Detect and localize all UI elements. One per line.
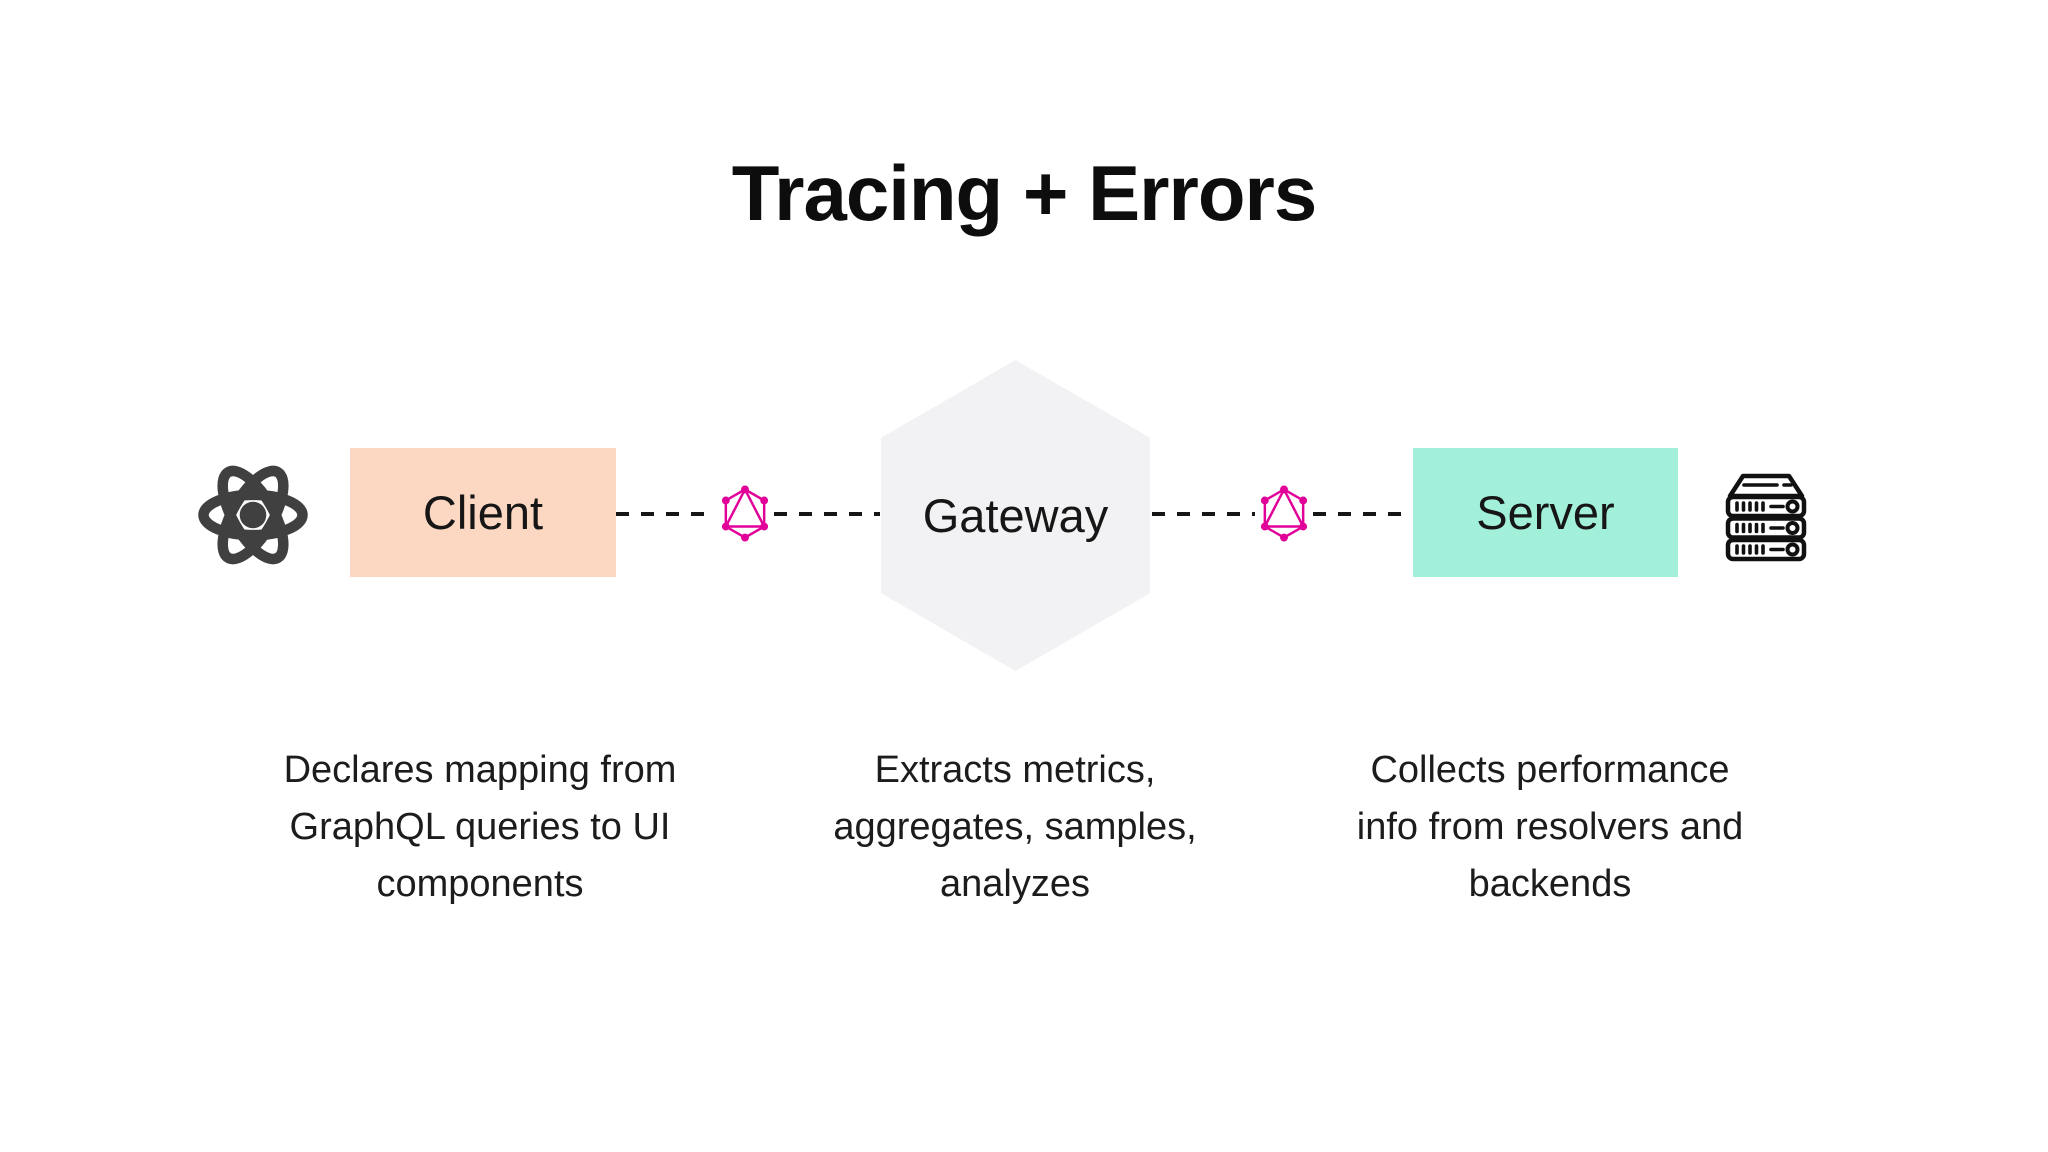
server-node-label: Server (1476, 486, 1615, 539)
graphql-icon (1258, 485, 1310, 542)
server-description-line: Collects performance (1370, 749, 1730, 791)
client-description-line: Declares mapping from (283, 749, 677, 791)
gateway-description: Extracts metrics, aggregates, samples, a… (755, 742, 1275, 913)
gateway-description-line: aggregates, samples, (833, 806, 1197, 848)
server-node: Server (1413, 448, 1678, 577)
gateway-description-line: analyzes (940, 863, 1090, 905)
connector-gateway-server-dash-right (1313, 512, 1411, 516)
client-description-line: components (376, 863, 584, 905)
gateway-node: Gateway (881, 360, 1150, 671)
page-title: Tracing + Errors (731, 149, 1317, 237)
gateway-node-label: Gateway (922, 489, 1109, 542)
graphql-icon (719, 485, 771, 542)
connector-gateway-server-dash-left (1152, 512, 1255, 516)
connector-client-gateway-dash-right (774, 512, 880, 516)
connector-client-gateway-dash-left (616, 512, 716, 516)
gateway-description-line: Extracts metrics, (874, 749, 1156, 791)
client-description-line: GraphQL queries to UI (289, 806, 671, 848)
server-description-line: backends (1468, 863, 1632, 905)
react-icon (198, 460, 308, 570)
server-description: Collects performance info from resolvers… (1290, 742, 1810, 913)
client-node: Client (350, 448, 616, 577)
client-description: Declares mapping from GraphQL queries to… (220, 742, 740, 913)
server-description-line: info from resolvers and (1356, 806, 1744, 848)
client-node-label: Client (422, 486, 544, 539)
server-rack-icon (1716, 461, 1816, 563)
